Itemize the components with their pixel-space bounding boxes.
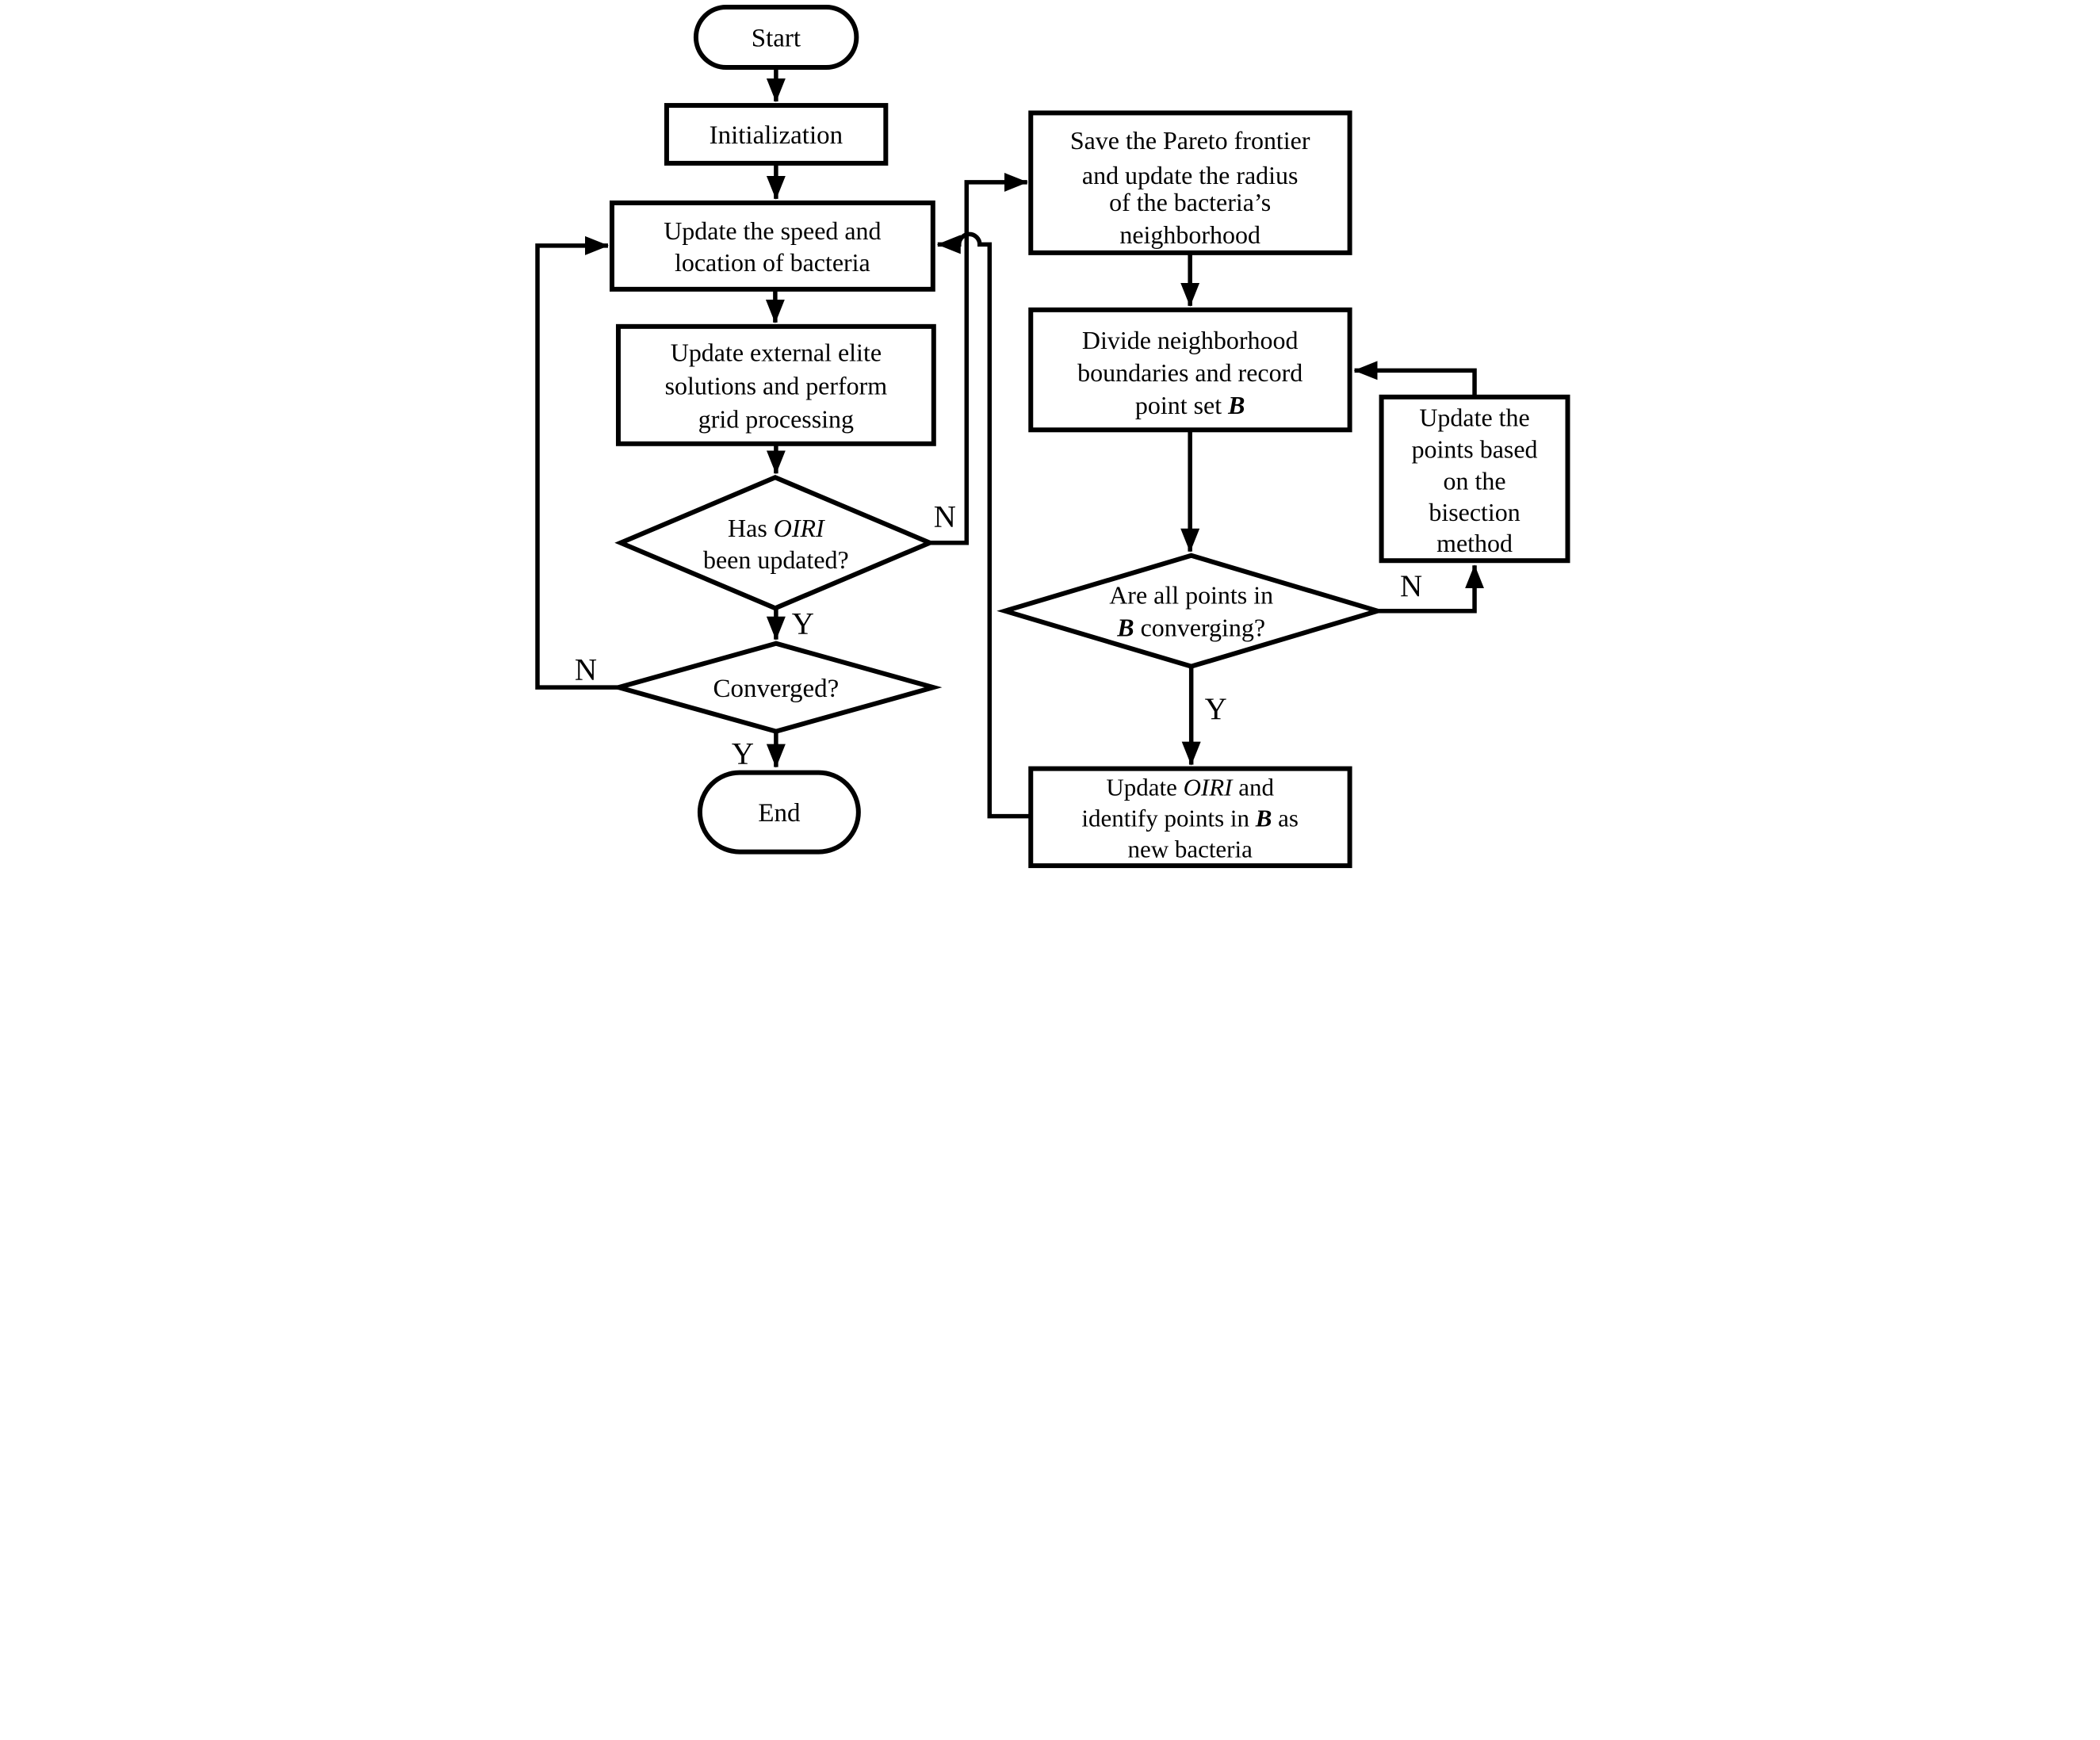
edge-bisection-to-divide: [1353, 361, 1477, 396]
update-speed-process-shape: [609, 200, 935, 292]
edge-labels: N Y N Y N Y: [574, 500, 1421, 771]
label-has-oiri-y: Y: [791, 607, 813, 641]
flowchart-canvas: N Y N Y N Y Start Initialization Update …: [525, 0, 1575, 870]
converged-label: Converged?: [713, 675, 839, 703]
update-oiri-process-shape: [1027, 766, 1352, 869]
edge-has-oiri-no-to-save-pareto: [930, 172, 1028, 545]
edge-update-oiri-to-update-speed: [936, 231, 1031, 819]
end-label: End: [758, 799, 801, 828]
label-converged-y: Y: [731, 737, 753, 771]
converged-decision-shape: [609, 641, 942, 734]
node-start: Start: [693, 4, 859, 70]
are-converging-decision-shape: [996, 553, 1386, 669]
has-oiri-decision-shape: [614, 475, 936, 611]
flowchart-page: N Y N Y N Y Start Initialization Update …: [525, 0, 1575, 870]
start-terminator-shape: [693, 4, 859, 70]
label-are-converging-n: N: [1399, 569, 1421, 603]
start-label: Start: [751, 24, 800, 52]
label-are-converging-y: Y: [1204, 692, 1226, 726]
update-elite-process-shape: [615, 323, 936, 446]
edges: [534, 67, 1484, 819]
initialization-process-shape: [664, 102, 888, 166]
node-end: End: [697, 770, 861, 855]
edge-are-converging-no-to-bisection: [1378, 564, 1484, 614]
save-pareto-process-shape: [1027, 110, 1352, 255]
end-terminator-shape: [697, 770, 861, 855]
edge-converged-no-to-update-speed: [534, 235, 618, 690]
bisection-process-shape: [1379, 394, 1570, 564]
node-converged: Converged?: [609, 641, 942, 734]
initialization-label: Initialization: [709, 121, 842, 150]
label-has-oiri-n: N: [933, 500, 955, 534]
label-converged-n: N: [574, 653, 596, 687]
divide-process-shape: [1027, 307, 1352, 433]
node-initialization: Initialization: [664, 102, 888, 166]
